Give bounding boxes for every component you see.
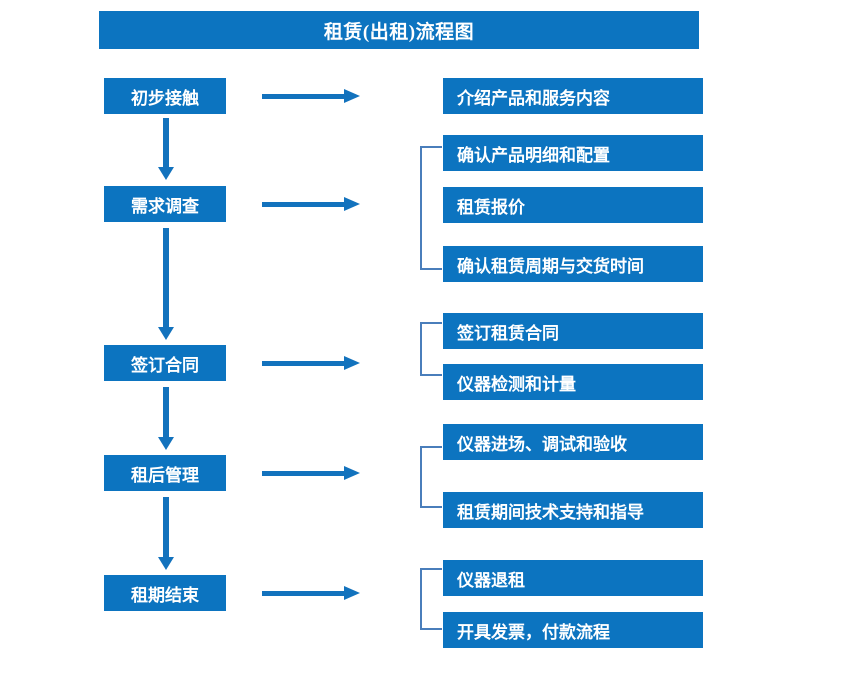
detail-box-仪器退租[interactable]: 仪器退租 (443, 560, 703, 596)
chart-title: 租赁(出租)流程图 (99, 11, 699, 49)
down-arrow-icon-1 (158, 118, 174, 180)
detail-box-租赁期间技术支持和指导[interactable]: 租赁期间技术支持和指导 (443, 492, 703, 528)
detail-box-确认租赁周期与交货时间[interactable]: 确认租赁周期与交货时间 (443, 246, 703, 282)
right-arrow-icon-2 (262, 197, 362, 211)
detail-box-介绍产品和服务内容[interactable]: 介绍产品和服务内容 (443, 78, 703, 114)
right-arrow-icon-5 (262, 586, 362, 600)
down-arrow-icon-3 (158, 387, 174, 450)
detail-box-仪器检测和计量[interactable]: 仪器检测和计量 (443, 364, 703, 400)
detail-box-确认产品明细和配置[interactable]: 确认产品明细和配置 (443, 135, 703, 171)
detail-box-开具发票付款流程[interactable]: 开具发票，付款流程 (443, 612, 703, 648)
detail-box-签订租赁合同[interactable]: 签订租赁合同 (443, 313, 703, 349)
stage-box-签订合同[interactable]: 签订合同 (104, 345, 226, 381)
down-arrow-icon-4 (158, 497, 174, 570)
right-arrow-icon-1 (262, 89, 362, 103)
stage-box-租期结束[interactable]: 租期结束 (104, 575, 226, 611)
stage-box-需求调查[interactable]: 需求调查 (104, 186, 226, 222)
group-bracket-租期结束 (420, 568, 442, 630)
down-arrow-icon-2 (158, 228, 174, 340)
right-arrow-icon-4 (262, 466, 362, 480)
stage-box-租后管理[interactable]: 租后管理 (104, 455, 226, 491)
group-bracket-需求调查 (420, 146, 442, 270)
detail-box-仪器进场调试和验收[interactable]: 仪器进场、调试和验收 (443, 424, 703, 460)
group-bracket-租后管理 (420, 446, 442, 508)
detail-box-租赁报价[interactable]: 租赁报价 (443, 187, 703, 223)
right-arrow-icon-3 (262, 356, 362, 370)
group-bracket-签订合同 (420, 322, 442, 376)
stage-box-初步接触[interactable]: 初步接触 (104, 78, 226, 114)
